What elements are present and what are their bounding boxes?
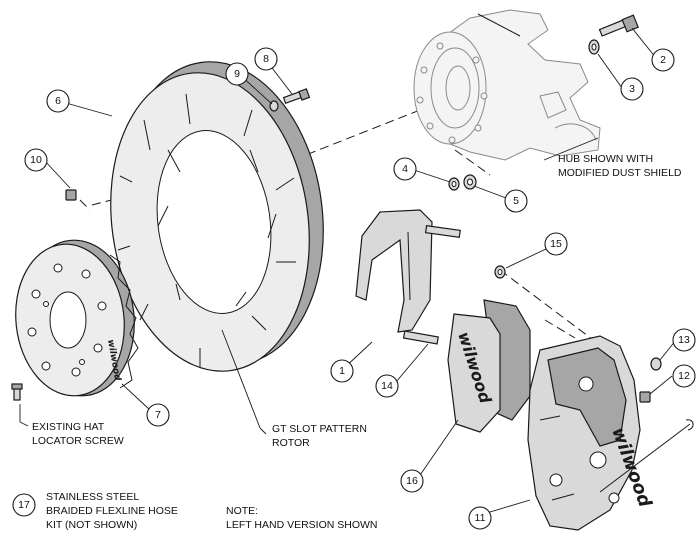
bleeder-screw [639, 391, 651, 403]
bracket-washers [448, 174, 477, 191]
hub-bolt [598, 14, 639, 37]
hat-note-line2: LOCATOR SCREW [32, 435, 124, 447]
svg-text:12: 12 [678, 370, 690, 382]
callout-16: 16 [400, 469, 424, 493]
bracket-bolt [402, 224, 461, 345]
callout-17: 17 [12, 493, 36, 517]
callout-1: 1 [330, 359, 354, 383]
rotor-bolt [282, 88, 311, 105]
callout-7: 7 [146, 403, 170, 427]
hub-note: HUB SHOWN WITH MODIFIED DUST SHIELD [558, 153, 682, 179]
callout-6: 6 [46, 89, 70, 113]
callout-13: 13 [672, 328, 696, 352]
hose-note-line3: KIT (NOT SHOWN) [46, 519, 137, 531]
callout-12: 12 [672, 364, 696, 388]
rotor-note-line2: ROTOR [272, 437, 310, 449]
svg-text:1: 1 [339, 365, 345, 377]
callout-14: 14 [375, 374, 399, 398]
svg-text:4: 4 [402, 163, 408, 175]
version-note: NOTE: LEFT HAND VERSION SHOWN [226, 505, 378, 531]
svg-text:3: 3 [629, 83, 635, 95]
hat-note-line1: EXISTING HAT [32, 421, 105, 433]
rotor [110, 61, 324, 372]
svg-text:7: 7 [155, 409, 161, 421]
hat-locator-screw [11, 383, 23, 401]
version-note-line2: LEFT HAND VERSION SHOWN [226, 519, 378, 531]
brake-pads: wilwood [447, 299, 531, 433]
svg-text:2: 2 [660, 54, 666, 66]
hat-nut [65, 189, 77, 201]
hose-note-line2: BRAIDED FLEXLINE HOSE [46, 505, 178, 517]
svg-text:10: 10 [30, 154, 42, 166]
callout-15: 15 [544, 232, 568, 256]
svg-text:6: 6 [55, 95, 61, 107]
svg-text:13: 13 [678, 334, 690, 346]
callout-3: 3 [620, 77, 644, 101]
callout-4: 4 [393, 157, 417, 181]
version-note-line1: NOTE: [226, 505, 258, 517]
svg-text:17: 17 [18, 499, 30, 511]
callout-9: 9 [225, 62, 249, 86]
hub-studs [416, 42, 488, 144]
spacer-washer [494, 265, 506, 279]
svg-text:16: 16 [406, 475, 418, 487]
hub-note-line1: HUB SHOWN WITH [558, 153, 653, 165]
svg-text:15: 15 [550, 238, 562, 250]
rotor-hat: wilwood [15, 239, 139, 397]
hub-knuckle [413, 9, 601, 161]
rotor-note: GT SLOT PATTERN ROTOR [259, 423, 367, 449]
svg-text:5: 5 [513, 195, 519, 207]
svg-text:9: 9 [234, 68, 240, 80]
rotor-bolt-washer [269, 100, 279, 112]
hose-note-line1: STAINLESS STEEL [46, 491, 139, 503]
hat-screw-note: EXISTING HAT LOCATOR SCREW [32, 421, 124, 447]
rotor-slots [117, 93, 296, 368]
hose-kit-note: STAINLESS STEEL BRAIDED FLEXLINE HOSE KI… [46, 491, 178, 531]
caliper: wilwood [527, 335, 656, 531]
callout-2: 2 [651, 48, 675, 72]
hub-note-line2: MODIFIED DUST SHIELD [558, 167, 682, 179]
svg-text:8: 8 [263, 53, 269, 65]
svg-text:14: 14 [381, 380, 393, 392]
rotor-note-line1: GT SLOT PATTERN [272, 423, 367, 435]
bleeder-cap [650, 357, 662, 371]
callout-10: 10 [24, 148, 48, 172]
caliper-bracket [355, 209, 433, 333]
callout-8: 8 [254, 47, 278, 71]
callout-5: 5 [504, 189, 528, 213]
hub-washer [588, 39, 600, 55]
svg-text:11: 11 [475, 512, 486, 524]
callout-11: 11 [468, 506, 492, 530]
caliper-pin [599, 419, 694, 493]
hat-bolt-holes [27, 263, 107, 377]
